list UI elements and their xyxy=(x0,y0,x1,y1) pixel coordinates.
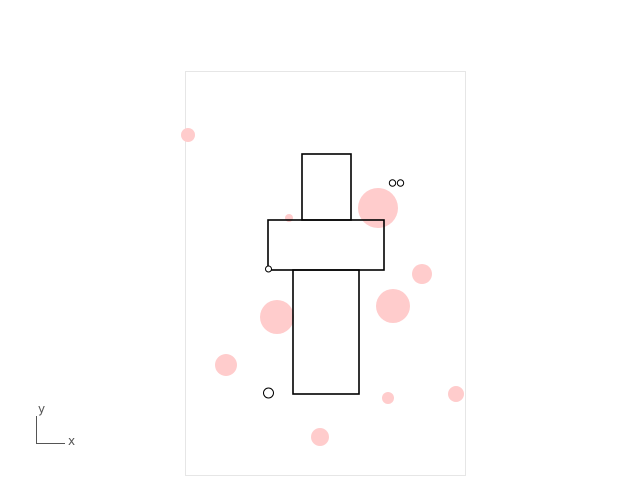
pink-blob-1[interactable] xyxy=(181,128,195,142)
pink-blob-3[interactable] xyxy=(285,214,293,222)
lower-column[interactable] xyxy=(292,269,360,395)
pink-blob-5[interactable] xyxy=(376,289,410,323)
top-block[interactable] xyxy=(301,153,352,221)
y-axis-label: y xyxy=(38,402,45,416)
pink-blob-6[interactable] xyxy=(260,300,294,334)
pink-blob-9[interactable] xyxy=(448,386,464,402)
structure-layer xyxy=(267,153,385,395)
marker-small-left[interactable] xyxy=(265,265,272,273)
pink-blob-2[interactable] xyxy=(358,188,398,228)
marker-large-bottom[interactable] xyxy=(263,387,274,399)
pink-blob-8[interactable] xyxy=(382,392,394,404)
marker-layer xyxy=(263,179,405,399)
blob-layer xyxy=(181,128,464,446)
pink-blob-4[interactable] xyxy=(412,264,432,284)
x-axis-label: x xyxy=(68,434,75,448)
axis-indicator: y x xyxy=(36,402,75,448)
marker-pair-left[interactable] xyxy=(388,179,397,187)
marker-pair-right[interactable] xyxy=(396,179,405,187)
pink-blob-7[interactable] xyxy=(215,354,237,376)
pink-blob-10[interactable] xyxy=(311,428,329,446)
cross-bar[interactable] xyxy=(267,219,385,271)
